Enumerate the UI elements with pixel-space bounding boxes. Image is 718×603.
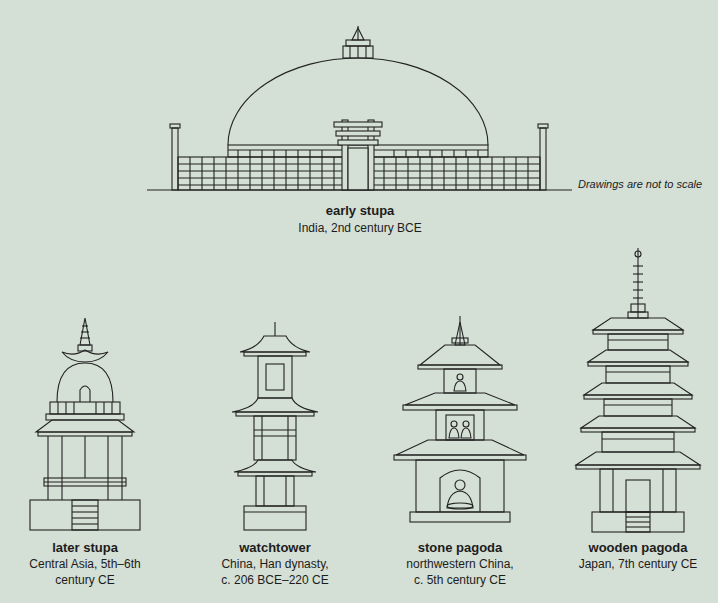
scale-note: Drawings are not to scale: [578, 177, 714, 191]
drawing-caption: Japan, 7th century CE: [565, 557, 711, 573]
watchtower-drawing: [232, 322, 318, 530]
early-stupa-drawing: [147, 26, 572, 190]
drawing-title: early stupa: [260, 203, 460, 220]
drawing-caption: India, 2nd century BCE: [250, 221, 470, 237]
later-stupa-drawing: [30, 318, 140, 530]
drawing-title: wooden pagoda: [568, 540, 708, 557]
drawing-title: watchtower: [210, 540, 340, 557]
drawing-caption: northwestern China, c. 5th century CE: [402, 557, 518, 588]
drawing-title: stone pagoda: [395, 540, 525, 557]
drawing-caption: Central Asia, 5th–6th century CE: [20, 557, 150, 588]
stone-pagoda-drawing: [394, 316, 526, 522]
drawing-caption: China, Han dynasty, c. 206 BCE–220 CE: [216, 557, 334, 588]
wooden-pagoda-drawing: [576, 248, 700, 532]
drawing-title: later stupa: [10, 540, 160, 557]
